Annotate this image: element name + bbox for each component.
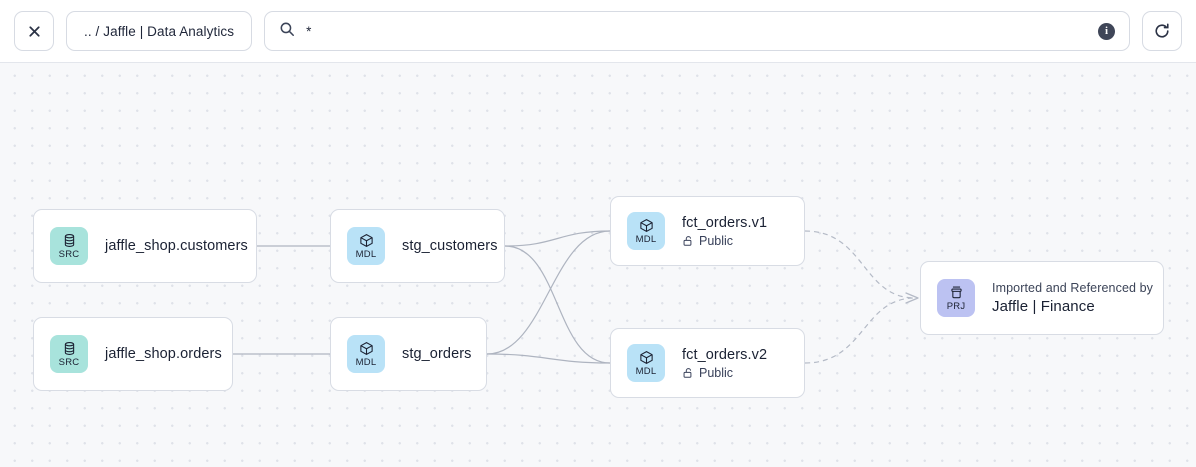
node-title: Jaffle | Finance — [992, 298, 1095, 315]
node-body: jaffle_shop.customers — [105, 238, 248, 254]
badge-mdl: MDL — [347, 335, 385, 373]
node-fct-orders-v1[interactable]: MDL fct_orders.v1 Public — [610, 196, 805, 266]
search-bar[interactable]: i — [264, 11, 1130, 51]
breadcrumb-label: .. / Jaffle | Data Analytics — [84, 23, 235, 39]
node-stg-customers[interactable]: MDL stg_customers — [330, 209, 505, 283]
node-src-orders[interactable]: SRC jaffle_shop.orders — [33, 317, 233, 391]
badge-mdl: MDL — [627, 212, 665, 250]
badge-mdl-label: MDL — [635, 234, 657, 246]
node-title: jaffle_shop.customers — [105, 238, 248, 254]
node-src-customers[interactable]: SRC jaffle_shop.customers — [33, 209, 257, 283]
refresh-icon — [1153, 22, 1171, 40]
database-icon — [62, 232, 77, 248]
cube-icon — [359, 340, 374, 356]
node-title: fct_orders.v2 — [682, 346, 768, 363]
node-body: jaffle_shop.orders — [105, 346, 222, 362]
info-icon[interactable]: i — [1098, 22, 1115, 40]
cube-icon — [359, 232, 374, 248]
badge-mdl-label: MDL — [355, 249, 377, 261]
badge-mdl: MDL — [627, 344, 665, 382]
badge-mdl-label: MDL — [635, 366, 657, 378]
node-project-jaffle-finance[interactable]: PRJ Imported and Referenced by Jaffle | … — [920, 261, 1164, 335]
unlock-icon — [682, 367, 694, 379]
node-body: Imported and Referenced by Jaffle | Fina… — [992, 281, 1154, 315]
node-body: stg_customers — [402, 238, 498, 254]
badge-mdl-label: MDL — [355, 357, 377, 369]
cube-icon — [639, 217, 654, 233]
badge-src-label: SRC — [58, 249, 80, 261]
node-fct-orders-v2[interactable]: MDL fct_orders.v2 Public — [610, 328, 805, 398]
graph-canvas[interactable]: SRC jaffle_shop.customers SRC — [0, 63, 1196, 467]
node-kicker: Imported and Referenced by — [992, 281, 1154, 295]
badge-src: SRC — [50, 227, 88, 265]
node-title: stg_customers — [402, 238, 498, 254]
badge-mdl: MDL — [347, 227, 385, 265]
close-button[interactable] — [14, 11, 54, 51]
node-stg-orders[interactable]: MDL stg_orders — [330, 317, 487, 391]
node-body: fct_orders.v2 Public — [682, 347, 767, 380]
badge-prj-label: PRJ — [946, 301, 966, 313]
badge-src-label: SRC — [58, 357, 80, 369]
unlock-icon — [682, 235, 694, 247]
node-visibility-label: Public — [699, 365, 734, 380]
toolbar: .. / Jaffle | Data Analytics i — [0, 0, 1196, 63]
breadcrumb[interactable]: .. / Jaffle | Data Analytics — [66, 11, 253, 51]
node-body: fct_orders.v1 Public — [682, 215, 767, 248]
node-visibility: Public — [682, 234, 767, 248]
node-title: jaffle_shop.orders — [105, 346, 222, 362]
node-visibility: Public — [682, 366, 767, 380]
badge-src: SRC — [50, 335, 88, 373]
search-input[interactable] — [306, 12, 1087, 50]
refresh-button[interactable] — [1142, 11, 1182, 51]
cube-icon — [639, 349, 654, 365]
project-icon — [949, 284, 964, 300]
search-icon — [279, 21, 295, 42]
database-icon — [62, 340, 77, 356]
badge-prj: PRJ — [937, 279, 975, 317]
node-title: fct_orders.v1 — [682, 214, 768, 231]
close-icon — [27, 24, 42, 39]
node-visibility-label: Public — [699, 233, 734, 248]
node-body: stg_orders — [402, 346, 472, 362]
node-title: stg_orders — [402, 346, 472, 362]
